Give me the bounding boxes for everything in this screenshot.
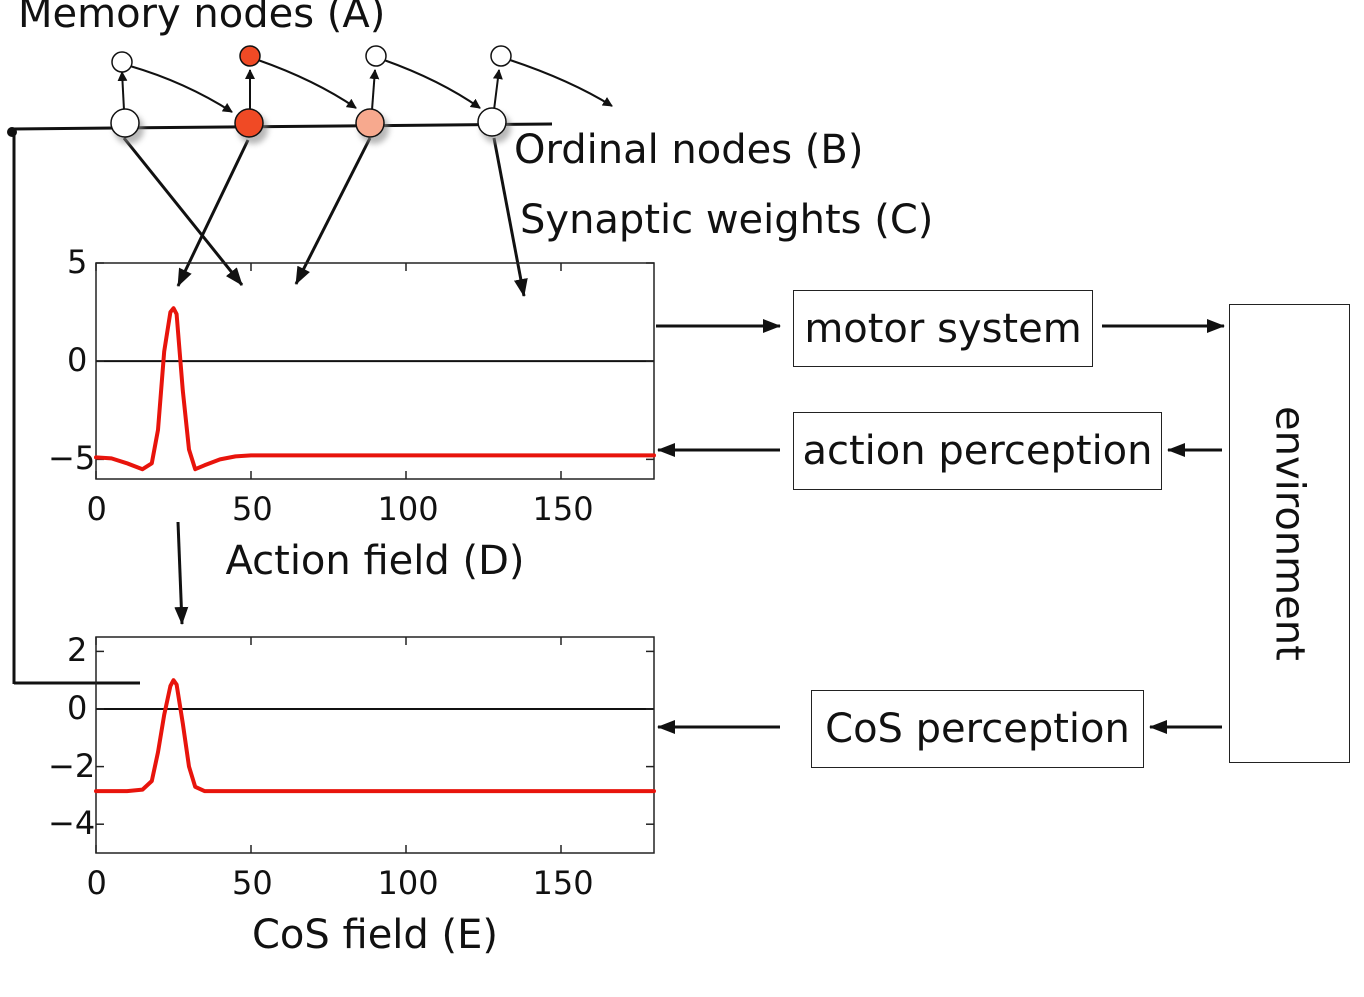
y-tick-label: −4 bbox=[48, 804, 96, 843]
x-tick-label: 50 bbox=[232, 864, 273, 902]
y-tick-label: −2 bbox=[48, 746, 96, 785]
y-tick-label: 0 bbox=[67, 341, 88, 380]
ordinal-baseline bbox=[11, 122, 553, 131]
field-curve bbox=[94, 306, 656, 472]
cos-perception-box: CoS perception bbox=[811, 690, 1144, 768]
x-tick-label: 100 bbox=[377, 864, 439, 902]
ordinal-to-memory-arrow bbox=[369, 69, 380, 111]
memory-node bbox=[239, 45, 261, 67]
x-tick-label: 150 bbox=[532, 490, 594, 528]
motor-system-box: motor system bbox=[793, 290, 1093, 367]
environment-label: environment bbox=[1266, 406, 1313, 661]
motor-system-label: motor system bbox=[804, 305, 1082, 352]
memory-to-ordinal-arrow bbox=[257, 59, 357, 109]
ordinal-node bbox=[477, 107, 507, 137]
ordinal-node bbox=[355, 108, 385, 138]
plot-frame bbox=[95, 262, 655, 480]
synaptic-weight-arrow bbox=[176, 139, 250, 287]
ordinal-node bbox=[110, 108, 140, 138]
cos-field-plot bbox=[94, 636, 656, 854]
x-tick-label: 100 bbox=[377, 490, 439, 528]
y-tick-label: 0 bbox=[67, 689, 88, 727]
ordinal-to-memory-arrow bbox=[492, 69, 503, 111]
memory-node bbox=[365, 45, 387, 67]
x-tick-label: 0 bbox=[86, 864, 107, 902]
x-axis-label: CoS field (E) bbox=[251, 912, 498, 958]
memory-to-ordinal-arrow bbox=[383, 59, 481, 109]
memory-to-ordinal-arrow bbox=[509, 59, 613, 107]
ordinal-node bbox=[234, 108, 264, 138]
x-tick-label: 150 bbox=[532, 864, 594, 902]
y-tick-label: −5 bbox=[48, 439, 96, 478]
memory-node bbox=[111, 51, 133, 73]
synaptic-weight-arrow bbox=[492, 137, 528, 297]
y-tick-label: 2 bbox=[67, 631, 88, 670]
synaptic-weight-arrow bbox=[294, 137, 372, 285]
synaptic-weights-label: Synaptic weights (C) bbox=[520, 197, 934, 243]
action-perception-label: action perception bbox=[802, 428, 1153, 474]
memory-to-ordinal-arrow bbox=[129, 65, 233, 113]
memory-nodes-label: Memory nodes (A) bbox=[18, 0, 386, 37]
y-tick-label: 5 bbox=[67, 243, 88, 281]
x-axis-label: Action field (D) bbox=[225, 538, 525, 584]
ordinal-to-memory-arrow bbox=[117, 71, 128, 111]
action-perception-box: action perception bbox=[793, 412, 1162, 490]
action-to-cos-arrow bbox=[174, 521, 189, 625]
synaptic-weight-arrow bbox=[122, 137, 244, 286]
environment-box: environment bbox=[1229, 304, 1350, 763]
ordinal-nodes-label: Ordinal nodes (B) bbox=[514, 127, 864, 173]
field-curve bbox=[94, 678, 656, 794]
memory-node bbox=[490, 45, 512, 67]
x-tick-label: 0 bbox=[86, 490, 107, 528]
action-field-plot bbox=[94, 262, 656, 480]
cos-perception-label: CoS perception bbox=[825, 706, 1130, 752]
plot-frame bbox=[95, 636, 655, 854]
x-tick-label: 50 bbox=[232, 490, 273, 528]
